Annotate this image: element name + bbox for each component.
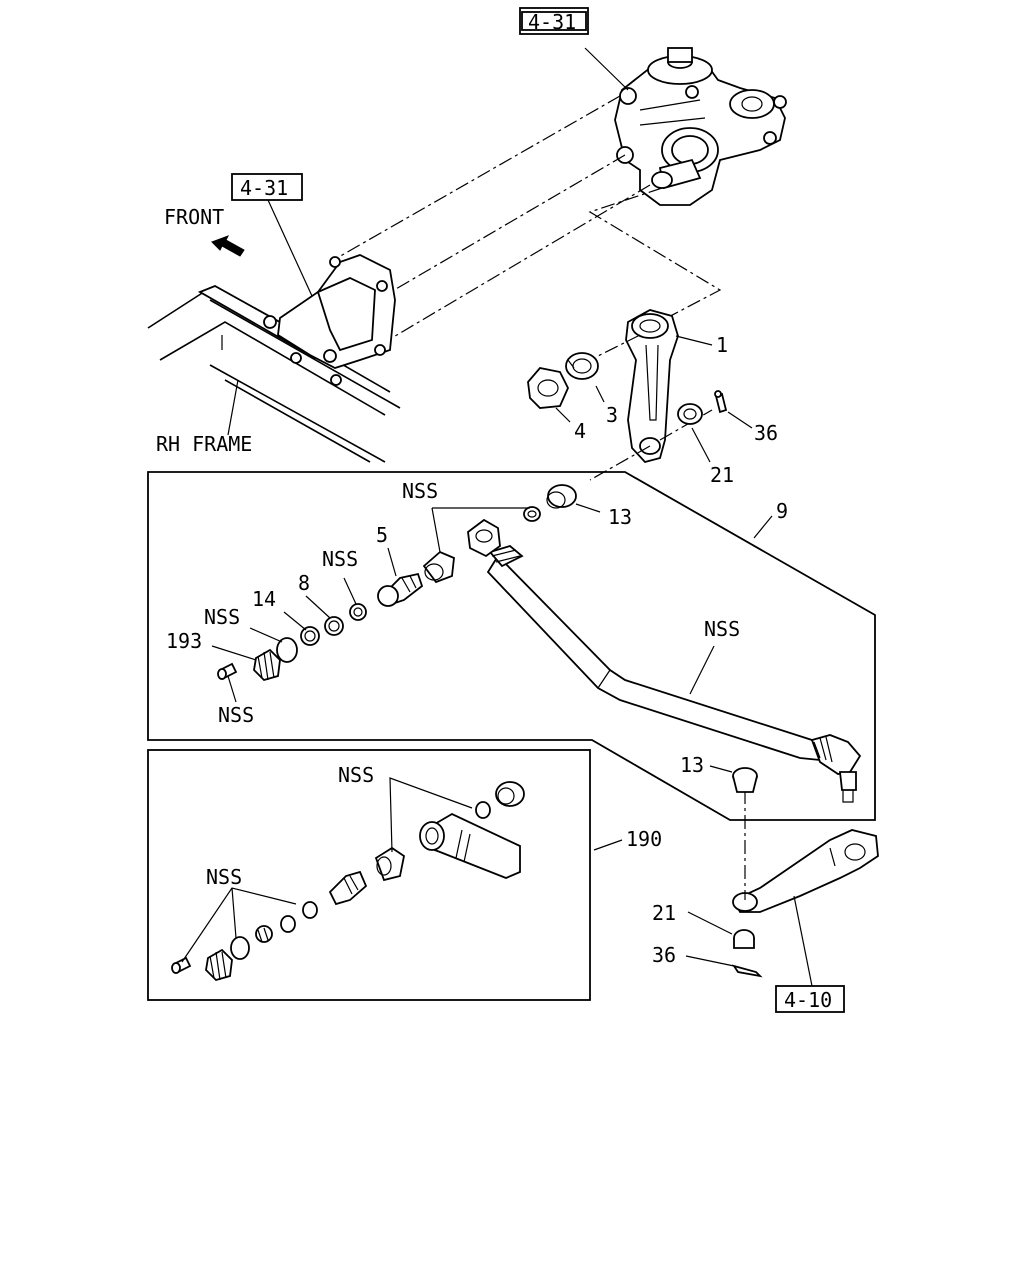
label-nss-top: NSS <box>402 479 438 503</box>
nss-o-ring <box>276 637 298 663</box>
inset-dust-boot <box>495 781 525 807</box>
label-ref-4-31-left: 4-31 <box>240 176 288 200</box>
part-21-castle-nut-top <box>677 403 703 425</box>
nss-small-washer-top <box>523 506 541 522</box>
centerline-to-pitman <box>588 187 722 333</box>
label-nss-inset-top: NSS <box>338 763 374 787</box>
part-36-cotter-pin-top <box>714 390 728 414</box>
inset-spring <box>255 925 273 943</box>
nss-seat-cup <box>422 550 455 584</box>
leader-lines <box>181 47 813 987</box>
label-part-1: 1 <box>716 333 728 357</box>
label-ref-4-31-top: 4-31 <box>528 10 576 34</box>
label-part-193: 193 <box>166 629 202 653</box>
inset-o-ring <box>230 936 250 960</box>
part-5-ball-stud <box>377 572 424 607</box>
part-3-lock-washer <box>565 352 599 380</box>
ref-box-4-10 <box>775 985 845 1013</box>
label-nss-bottom: NSS <box>218 703 254 727</box>
part-21-castle-nut-bottom <box>733 929 755 949</box>
centerline-upper <box>329 95 621 263</box>
drag-link-frame <box>147 471 876 821</box>
frame-bracket <box>263 254 396 386</box>
nss-seat-ring <box>349 603 367 621</box>
label-rh-frame: RH FRAME <box>156 432 252 456</box>
label-part-9: 9 <box>776 499 788 523</box>
pitman-axis-line <box>589 334 641 361</box>
part-13-dust-boot-bottom <box>732 767 758 793</box>
part-36-cotter-pin-bottom <box>731 964 763 978</box>
ref-box-4-31-left <box>231 173 303 201</box>
knuckle-arm <box>732 829 879 913</box>
drag-link-ball-end-right <box>810 734 862 803</box>
label-part-36-top: 36 <box>754 421 778 445</box>
label-nss-mid: NSS <box>322 547 358 571</box>
label-part-13-bottom: 13 <box>680 753 704 777</box>
inset-seat-cup <box>374 846 406 882</box>
part-13-dust-boot-top <box>546 484 577 509</box>
inset-washer <box>280 915 296 933</box>
part-4-nut <box>527 367 569 409</box>
label-part-36-bottom: 36 <box>652 943 676 967</box>
label-part-8: 8 <box>298 571 310 595</box>
inset-small-washer <box>475 801 491 819</box>
label-part-3: 3 <box>606 403 618 427</box>
label-part-21-bottom: 21 <box>652 901 676 925</box>
label-nss-left: NSS <box>204 605 240 629</box>
nss-grease-fitting <box>217 662 238 680</box>
inset-grease-fitting <box>171 956 192 974</box>
steering-gear-box <box>614 47 787 206</box>
front-arrow-icon <box>211 235 245 257</box>
drag-link-tube <box>486 544 822 762</box>
label-front: FRONT <box>164 205 224 229</box>
drag-link-socket-left <box>467 518 501 558</box>
part-193-plug <box>253 648 281 682</box>
label-part-5: 5 <box>376 523 388 547</box>
label-nss-tube: NSS <box>704 617 740 641</box>
pitman-ball-line <box>589 445 651 481</box>
part-8-washer <box>324 616 344 636</box>
label-part-190: 190 <box>626 827 662 851</box>
inset-drag-link-end <box>419 812 521 879</box>
inset-ball-stud <box>328 870 368 906</box>
label-part-21-top: 21 <box>710 463 734 487</box>
inset-190-frame <box>147 749 591 1001</box>
inset-plug <box>205 948 233 982</box>
label-part-4: 4 <box>574 419 586 443</box>
label-part-13-top: 13 <box>608 505 632 529</box>
label-nss-inset-left: NSS <box>206 865 242 889</box>
inset-seat-ring <box>302 901 318 919</box>
label-ref-4-10: 4-10 <box>784 988 832 1012</box>
pitman-arm <box>625 309 679 464</box>
part-14-spring <box>300 626 320 646</box>
label-part-14: 14 <box>252 587 276 611</box>
centerline-lower <box>379 184 651 346</box>
pitman-nut-line <box>659 409 713 441</box>
centerline-middle <box>359 154 626 311</box>
